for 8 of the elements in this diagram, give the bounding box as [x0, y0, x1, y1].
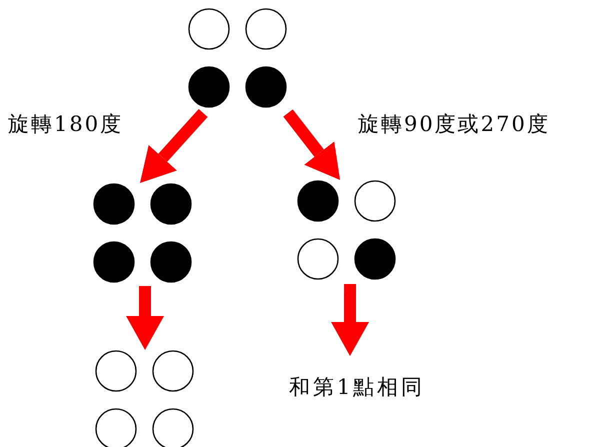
- dot-pattern-drawing: [95, 350, 196, 447]
- dot-pattern-drawing: [297, 180, 398, 282]
- arrow: [331, 284, 369, 356]
- arrow: [140, 108, 208, 183]
- arrow: [283, 109, 340, 180]
- dot-pattern-drawing: [93, 183, 194, 284]
- arrow: [126, 286, 164, 350]
- result-text: 和第1點相同: [288, 374, 426, 401]
